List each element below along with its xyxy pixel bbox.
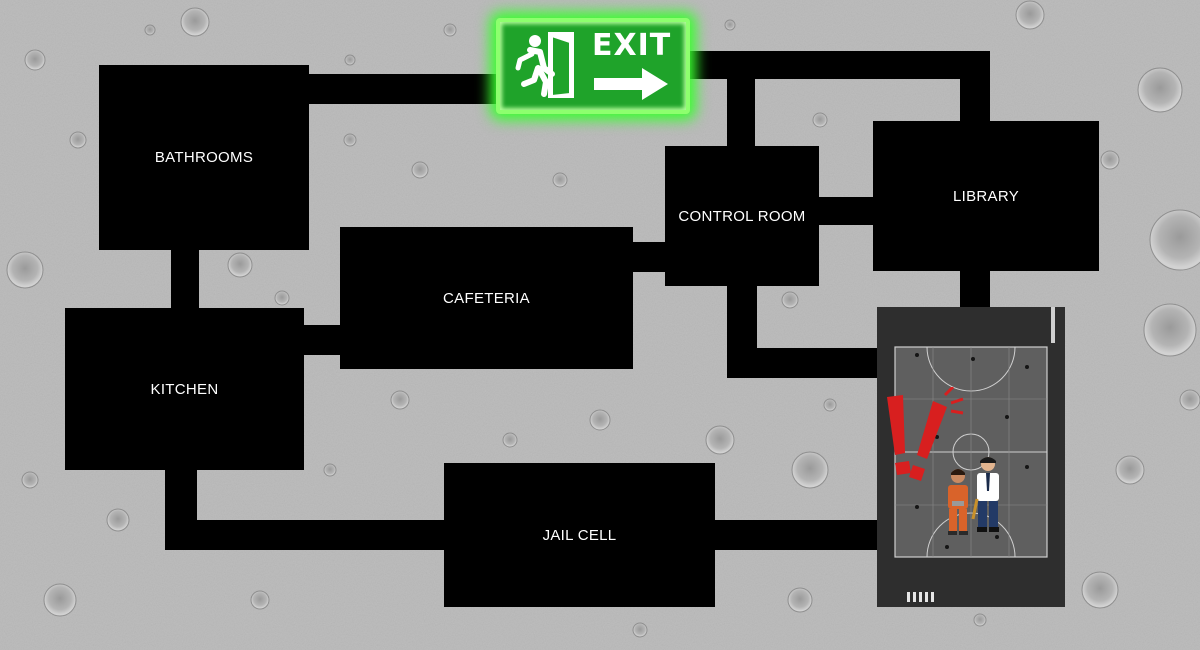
room-jail-cell-label: JAIL CELL <box>542 526 617 544</box>
guard-icon <box>971 457 999 532</box>
corridor-bathrooms-exit <box>305 74 505 104</box>
room-cafeteria-label: CAFETERIA <box>443 289 530 307</box>
running-man-exit-icon <box>515 32 574 98</box>
corridor-library-yard <box>960 268 990 310</box>
room-library-label: LIBRARY <box>952 187 1020 205</box>
corridor-yard-west <box>727 348 879 378</box>
corridor-bathrooms-kitchen <box>171 245 199 311</box>
room-control-room-label: CONTROL ROOM <box>678 207 806 225</box>
corridor-cafeteria-control <box>630 242 670 272</box>
exit-label: EXIT <box>592 28 672 63</box>
room-kitchen[interactable]: KITCHEN <box>65 308 304 470</box>
exit-sign[interactable]: EXIT <box>496 18 690 114</box>
corridor-kitchen-jail <box>165 520 450 550</box>
room-kitchen-label: KITCHEN <box>150 380 219 398</box>
corridor-library-north <box>960 51 990 126</box>
room-jail-cell[interactable]: JAIL CELL <box>444 463 715 607</box>
room-cafeteria[interactable]: CAFETERIA <box>340 227 633 369</box>
room-bathrooms-label: BATHROOMS <box>154 149 254 166</box>
corridor-kitchen-cafeteria <box>300 325 345 355</box>
room-control-room[interactable]: CONTROL ROOM <box>665 146 819 286</box>
room-bathrooms[interactable]: BATHROOMS <box>99 65 309 250</box>
corridor-jail-yard <box>712 520 880 550</box>
prisoner-icon <box>948 469 968 535</box>
corridor-control-north <box>727 51 755 151</box>
room-library[interactable]: LIBRARY <box>873 121 1099 271</box>
corridor-control-library <box>815 197 877 225</box>
exclamation-alert-icon <box>887 387 964 481</box>
prison-yard[interactable] <box>877 307 1065 607</box>
arrow-right-icon <box>594 68 668 100</box>
